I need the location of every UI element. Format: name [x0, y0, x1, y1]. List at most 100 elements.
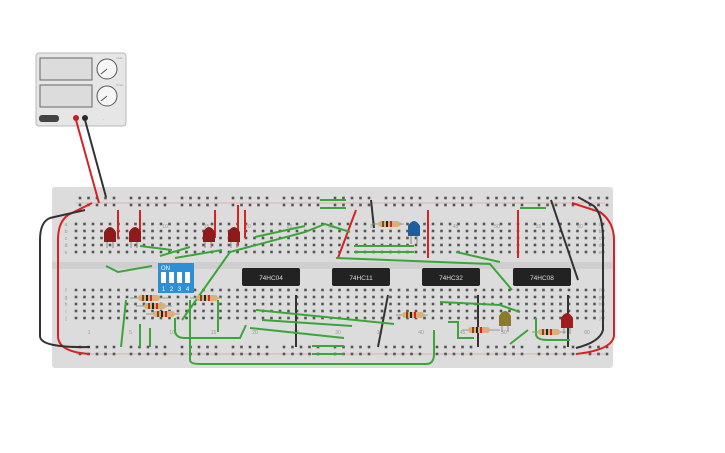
- breadboard-hole[interactable]: [542, 316, 545, 320]
- breadboard-hole[interactable]: [423, 309, 426, 313]
- breadboard-hole[interactable]: [584, 250, 588, 254]
- breadboard-hole[interactable]: [520, 352, 524, 356]
- breadboard-hole[interactable]: [410, 345, 413, 349]
- breadboard-hole[interactable]: [474, 309, 477, 313]
- breadboard-hole[interactable]: [333, 196, 337, 200]
- breadboard-hole[interactable]: [261, 316, 265, 320]
- breadboard-hole[interactable]: [159, 229, 163, 233]
- breadboard-hole[interactable]: [576, 309, 579, 313]
- breadboard-hole[interactable]: [155, 345, 158, 349]
- breadboard-hole[interactable]: [469, 345, 473, 349]
- breadboard-hole[interactable]: [287, 316, 290, 320]
- breadboard-hole[interactable]: [444, 203, 447, 207]
- breadboard-hole[interactable]: [389, 236, 392, 240]
- breadboard-hole[interactable]: [219, 288, 222, 292]
- breadboard-hole[interactable]: [287, 295, 290, 299]
- breadboard-hole[interactable]: [508, 295, 511, 299]
- wire-green[interactable]: [335, 257, 513, 291]
- breadboard-hole[interactable]: [278, 302, 282, 306]
- breadboard-hole[interactable]: [559, 316, 562, 320]
- wire-green[interactable]: [439, 301, 521, 313]
- breadboard-hole[interactable]: [83, 250, 86, 254]
- breadboard-hole[interactable]: [146, 196, 150, 200]
- breadboard-hole[interactable]: [474, 295, 477, 299]
- wire-green[interactable]: [249, 327, 345, 339]
- breadboard-hole[interactable]: [363, 316, 367, 320]
- breadboard-hole[interactable]: [359, 203, 362, 207]
- breadboard-hole[interactable]: [588, 352, 592, 356]
- breadboard-hole[interactable]: [355, 236, 358, 240]
- breadboard-hole[interactable]: [304, 222, 307, 226]
- breadboard-hole[interactable]: [469, 203, 473, 207]
- breadboard-hole[interactable]: [559, 236, 562, 240]
- breadboard-hole[interactable]: [197, 203, 201, 207]
- breadboard-hole[interactable]: [265, 352, 269, 356]
- breadboard-hole[interactable]: [240, 203, 243, 207]
- breadboard-hole[interactable]: [253, 236, 256, 240]
- breadboard-hole[interactable]: [401, 196, 405, 200]
- breadboard-hole[interactable]: [278, 243, 282, 247]
- resistor[interactable]: [130, 295, 168, 301]
- breadboard-hole[interactable]: [142, 316, 146, 320]
- breadboard-hole[interactable]: [491, 295, 494, 299]
- breadboard-hole[interactable]: [117, 243, 120, 247]
- breadboard-hole[interactable]: [304, 250, 307, 254]
- breadboard-hole[interactable]: [189, 203, 192, 207]
- breadboard-hole[interactable]: [299, 203, 303, 207]
- breadboard-hole[interactable]: [299, 345, 303, 349]
- breadboard-hole[interactable]: [244, 316, 248, 320]
- breadboard-hole[interactable]: [100, 316, 103, 320]
- breadboard-hole[interactable]: [406, 295, 409, 299]
- breadboard-hole[interactable]: [253, 309, 256, 313]
- breadboard-hole[interactable]: [185, 309, 188, 313]
- breadboard-hole[interactable]: [185, 302, 188, 306]
- wire-green[interactable]: [105, 265, 153, 274]
- breadboard-hole[interactable]: [401, 203, 405, 207]
- breadboard-hole[interactable]: [448, 295, 452, 299]
- breadboard-hole[interactable]: [142, 250, 146, 254]
- breadboard-hole[interactable]: [491, 243, 494, 247]
- breadboard-hole[interactable]: [482, 236, 486, 240]
- leds[interactable]: [104, 221, 573, 334]
- breadboard-hole[interactable]: [474, 229, 477, 233]
- breadboard-hole[interactable]: [508, 229, 511, 233]
- breadboard-hole[interactable]: [168, 222, 171, 226]
- breadboard-hole[interactable]: [257, 203, 260, 207]
- breadboard-hole[interactable]: [112, 203, 116, 207]
- breadboard-hole[interactable]: [142, 302, 146, 306]
- breadboard-hole[interactable]: [593, 222, 596, 226]
- breadboard-hole[interactable]: [295, 243, 299, 247]
- breadboard-hole[interactable]: [559, 302, 562, 306]
- breadboard-hole[interactable]: [525, 229, 528, 233]
- breadboard-hole[interactable]: [253, 295, 256, 299]
- breadboard-hole[interactable]: [236, 295, 239, 299]
- breadboard-hole[interactable]: [168, 302, 171, 306]
- breadboard-hole[interactable]: [244, 295, 248, 299]
- breadboard-hole[interactable]: [138, 203, 141, 207]
- breadboard-hole[interactable]: [287, 250, 290, 254]
- breadboard-hole[interactable]: [83, 302, 86, 306]
- breadboard-hole[interactable]: [418, 352, 422, 356]
- breadboard-hole[interactable]: [440, 302, 443, 306]
- breadboard-hole[interactable]: [393, 345, 396, 349]
- breadboard-hole[interactable]: [100, 229, 103, 233]
- breadboard-hole[interactable]: [270, 302, 273, 306]
- breadboard-hole[interactable]: [597, 196, 600, 200]
- breadboard-hole[interactable]: [546, 352, 549, 356]
- breadboard-hole[interactable]: [219, 295, 222, 299]
- breadboard-hole[interactable]: [74, 229, 78, 233]
- breadboard-hole[interactable]: [206, 345, 209, 349]
- breadboard-hole[interactable]: [125, 295, 129, 299]
- breadboard-hole[interactable]: [219, 229, 222, 233]
- dip-switch[interactable]: ON 1 2 3 4: [158, 263, 194, 293]
- breadboard-hole[interactable]: [312, 222, 316, 226]
- breadboard-hole[interactable]: [155, 196, 158, 200]
- breadboard-hole[interactable]: [108, 243, 112, 247]
- breadboard-hole[interactable]: [588, 196, 592, 200]
- breadboard-hole[interactable]: [168, 243, 171, 247]
- breadboard-hole[interactable]: [516, 302, 520, 306]
- breadboard-hole[interactable]: [236, 316, 239, 320]
- breadboard-hole[interactable]: [571, 196, 575, 200]
- breadboard-hole[interactable]: [261, 229, 265, 233]
- breadboard-hole[interactable]: [559, 222, 562, 226]
